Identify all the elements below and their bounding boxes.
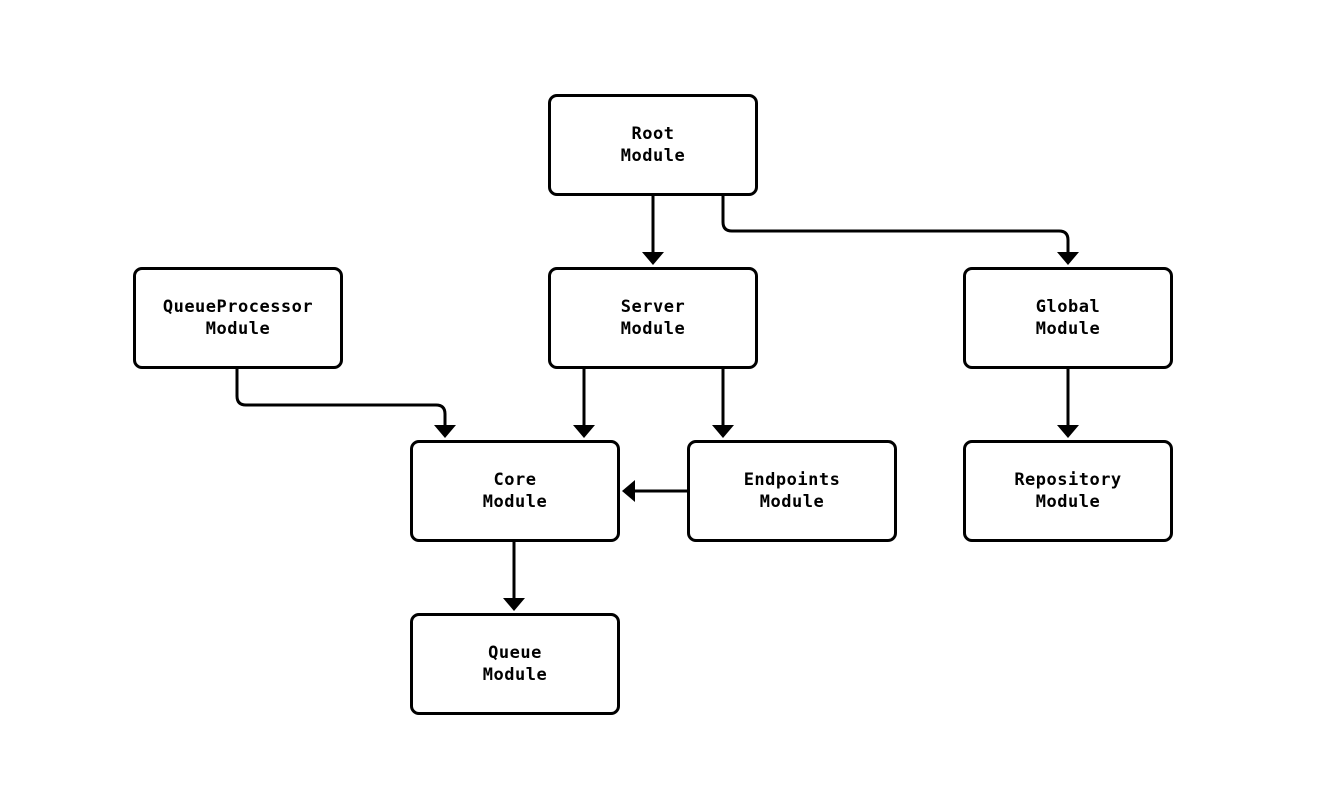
node-global[interactable]: Global Module: [963, 267, 1173, 369]
arrowhead-global-to-repository: [1057, 425, 1079, 438]
node-label-root: Root Module: [620, 124, 686, 166]
edge-root-to-global: [721, 196, 1070, 254]
node-label-core: Core Module: [482, 470, 548, 512]
node-endpoints[interactable]: Endpoints Module: [687, 440, 897, 542]
node-label-server: Server Module: [620, 297, 686, 339]
node-label-queueprocessor: QueueProcessor Module: [162, 297, 314, 339]
node-server[interactable]: Server Module: [548, 267, 758, 369]
node-root[interactable]: Root Module: [548, 94, 758, 196]
node-label-endpoints: Endpoints Module: [743, 470, 841, 512]
node-label-global: Global Module: [1035, 297, 1101, 339]
arrowhead-server-to-core: [573, 425, 595, 438]
node-label-repository: Repository Module: [1014, 470, 1122, 512]
node-repository[interactable]: Repository Module: [963, 440, 1173, 542]
arrowhead-queueprocessor-to-core: [434, 425, 456, 438]
node-label-queue: Queue Module: [482, 643, 548, 685]
arrowhead-core-to-queue: [503, 598, 525, 611]
arrowhead-server-to-endpoints: [712, 425, 734, 438]
arrowhead-root-to-server: [642, 252, 664, 265]
node-core[interactable]: Core Module: [410, 440, 620, 542]
node-queueprocessor[interactable]: QueueProcessor Module: [133, 267, 343, 369]
node-queue[interactable]: Queue Module: [410, 613, 620, 715]
edge-queueprocessor-to-core: [235, 369, 447, 427]
arrowhead-root-to-global: [1057, 252, 1079, 265]
arrowhead-endpoints-to-core: [622, 480, 635, 502]
